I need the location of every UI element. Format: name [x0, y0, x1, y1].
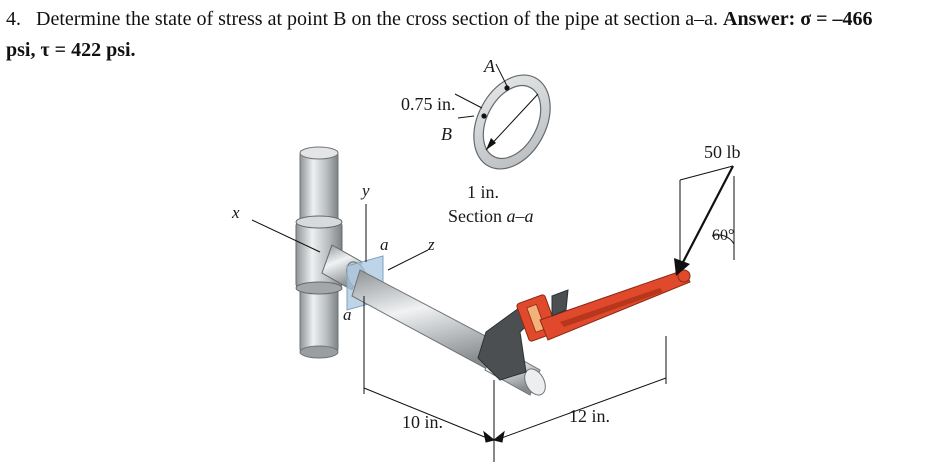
dim-wrench-length: 12 in. [569, 406, 610, 426]
answer-label: Answer: [723, 8, 796, 30]
section-caption: Section a–a [448, 206, 534, 226]
problem-statement: 4. Determine the state of stress at poin… [6, 4, 946, 66]
section-a-a-detail [454, 63, 551, 170]
pipe-wrench [477, 269, 691, 381]
cut-label-bottom: a [343, 305, 352, 324]
label-outer-dim: 0.75 in. [401, 94, 456, 114]
coordinate-axes [251, 204, 429, 271]
cut-label-top: a [380, 235, 389, 254]
axis-x-label: x [231, 203, 240, 222]
answer-sigma: σ = –466 [800, 8, 873, 30]
force-arrow [674, 165, 735, 276]
label-point-b: B [441, 124, 452, 144]
axis-z-label: z [427, 235, 435, 254]
answer-line2: psi, τ = 422 psi. [6, 39, 136, 61]
force-magnitude-label: 50 lb [704, 142, 741, 162]
dim-pipe-length: 10 in. [402, 412, 443, 432]
problem-text: Determine the state of stress at point B… [36, 8, 719, 30]
label-inner-dim: 1 in. [467, 182, 499, 202]
problem-number: 4. [6, 8, 21, 30]
axis-y-label: y [360, 181, 370, 200]
label-point-a: A [483, 56, 496, 76]
force-angle-label: 60° [712, 227, 734, 244]
dimension-lines [363, 296, 667, 462]
